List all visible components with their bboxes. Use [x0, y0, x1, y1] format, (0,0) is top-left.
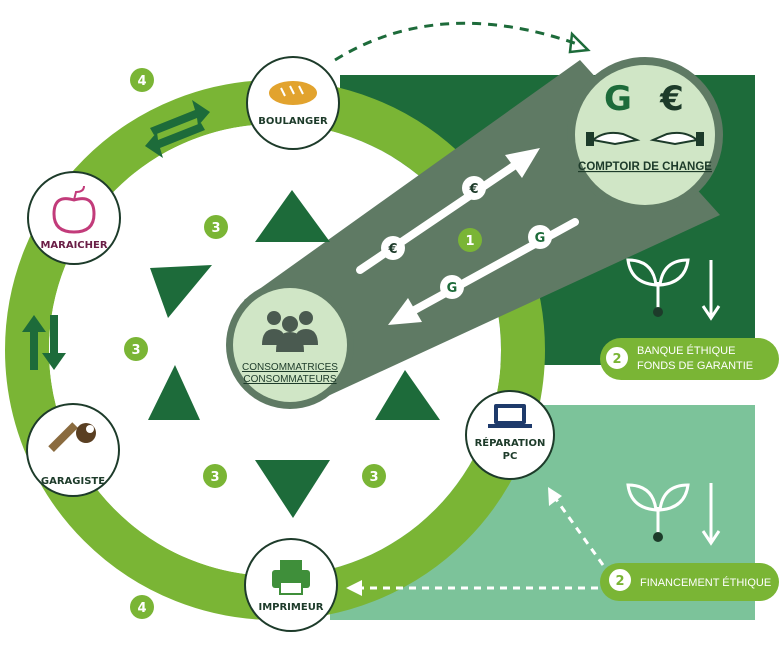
svg-text:MARAICHER: MARAICHER [40, 240, 107, 251]
dashed-arrow-head [568, 31, 591, 54]
dashed-arrow-head [346, 580, 362, 596]
triangle-lower-left [148, 365, 200, 420]
step-3-badge: 3 [203, 464, 227, 488]
svg-text:RÉPARATION: RÉPARATION [475, 436, 546, 449]
dashed-arrow-head [548, 487, 562, 506]
svg-text:€: € [468, 182, 478, 197]
printer-icon [272, 560, 310, 595]
svg-text:FINANCEMENT ÉTHIQUE: FINANCEMENT ÉTHIQUE [640, 576, 771, 589]
step-4-badge: 4 [130, 595, 154, 619]
local-currency-badge-2: G [440, 275, 464, 299]
apple-icon [52, 185, 96, 234]
people-icon [262, 311, 318, 352]
down-arrow-icon [701, 260, 721, 321]
ethical-bank-label: 2 BANQUE ÉTHIQUE FONDS DE GARANTIE [600, 338, 779, 380]
triangle-up [255, 190, 330, 242]
exchange-label: COMPTOIR DE CHANGE [578, 161, 712, 173]
svg-text:2: 2 [612, 352, 621, 367]
down-arrow-icon [701, 483, 721, 546]
maraicher-node: MARAICHER [27, 171, 121, 265]
triangle-lower-right [375, 370, 440, 420]
svg-text:G: G [447, 281, 458, 296]
svg-text:3: 3 [211, 221, 220, 236]
step-3-badge: 3 [124, 337, 148, 361]
consumers-label-line2: CONSOMMATEURS [243, 374, 336, 385]
hand-icon [586, 131, 641, 146]
ethical-financing-label: 2 FINANCEMENT ÉTHIQUE [600, 563, 779, 601]
svg-text:G: G [535, 231, 546, 246]
svg-text:IMPRIMEUR: IMPRIMEUR [258, 602, 323, 613]
svg-text:1: 1 [465, 234, 474, 249]
svg-text:2: 2 [615, 574, 624, 589]
local-currency-badge-1: G [528, 225, 552, 249]
consumers-node: CONSOMMATRICES CONSOMMATEURS [226, 281, 354, 409]
euro-icon: € [659, 79, 684, 119]
wrench-icon [48, 422, 96, 452]
local-currency-icon: G [604, 79, 632, 119]
step-1-badge: 1 [458, 228, 482, 252]
triangle-upper-left [150, 265, 212, 318]
hand-icon [649, 131, 704, 146]
step-3-badge: 3 [204, 215, 228, 239]
seedling-icon [626, 258, 690, 317]
euro-badge-1: € [462, 176, 486, 200]
step-4-badge: 4 [130, 68, 154, 92]
svg-text:GARAGISTE: GARAGISTE [41, 476, 105, 487]
seedling-icon [626, 483, 690, 542]
swap-arrows-icon [22, 315, 66, 370]
svg-text:3: 3 [210, 470, 219, 485]
euro-badge-2: € [381, 236, 405, 260]
laptop-icon [488, 404, 532, 428]
arrow-to-exchange [505, 148, 540, 178]
imprimeur-node: IMPRIMEUR [244, 538, 338, 632]
swap-arrows-icon [145, 100, 210, 158]
bread-icon [269, 81, 317, 105]
boulanger-node: BOULANGER [246, 56, 340, 150]
svg-text:3: 3 [131, 343, 140, 358]
svg-text:FONDS DE GARANTIE: FONDS DE GARANTIE [637, 360, 753, 372]
exchange-counter-node: G € COMPTOIR DE CHANGE [567, 57, 723, 213]
reparation-pc-node: RÉPARATION PC [465, 390, 555, 480]
svg-text:€: € [387, 242, 397, 257]
arrow-from-exchange [388, 298, 422, 325]
svg-text:BANQUE ÉTHIQUE: BANQUE ÉTHIQUE [637, 344, 735, 357]
triangle-down [255, 460, 330, 518]
consumers-label-line1: CONSOMMATRICES [242, 362, 338, 373]
svg-text:PC: PC [503, 451, 518, 462]
svg-text:4: 4 [137, 74, 146, 89]
svg-text:4: 4 [137, 601, 146, 616]
garagiste-node: GARAGISTE [26, 403, 120, 497]
svg-text:BOULANGER: BOULANGER [258, 116, 328, 127]
svg-text:3: 3 [369, 470, 378, 485]
step-3-badge: 3 [362, 464, 386, 488]
